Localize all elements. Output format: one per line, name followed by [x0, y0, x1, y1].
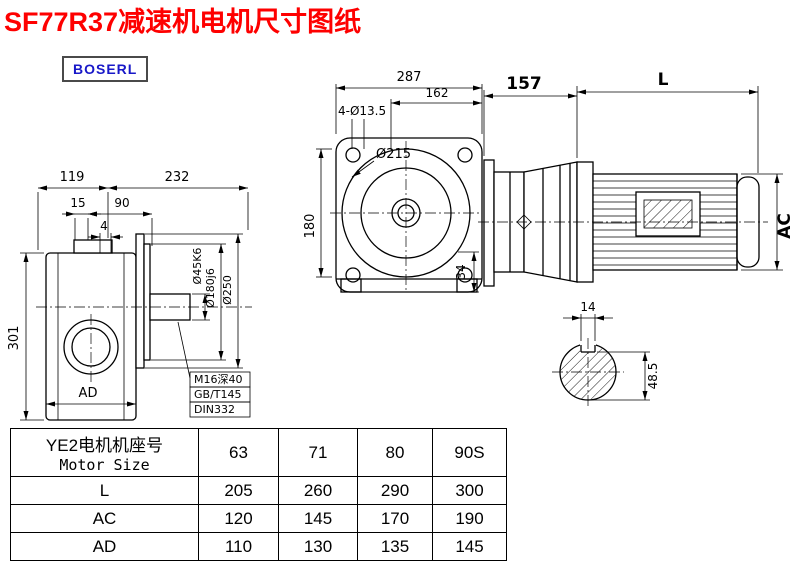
dim-15-label: 15 [70, 196, 85, 210]
input-flange [483, 159, 495, 287]
dim-front-width-label: 287 [397, 70, 422, 85]
table-row-AD: AD 110 130 135 145 [10, 532, 507, 561]
dim-spigot-dia-label: Ø180j6 [204, 268, 217, 308]
row-label: AD [10, 532, 199, 561]
dim-flange-dia-label: Ø215 [376, 147, 411, 162]
dim-foot-height-label: 34 [454, 264, 468, 279]
dim-119-label: 119 [60, 170, 85, 185]
dim-232-label: 232 [165, 170, 190, 185]
table-cell: 170 [357, 504, 433, 533]
motor-dimension-table: YE2电机机座号 Motor Size 63 71 80 90S L 205 2… [10, 428, 507, 561]
dim-motor-len-label: L [658, 70, 669, 90]
table-col-header: 90S [432, 428, 507, 477]
table-cell: 110 [198, 532, 279, 561]
oil-plug-icon [516, 214, 532, 230]
table-col-header: 80 [357, 428, 433, 477]
table-row-L: L 205 260 290 300 [10, 476, 507, 505]
table-cell: 290 [357, 476, 433, 505]
dim-flange-od-label: Ø250 [221, 275, 234, 305]
motor-assembly-view: 157 L AC [478, 70, 795, 287]
table-cell: 145 [432, 532, 507, 561]
boserl-logo: BOSERL [62, 56, 149, 82]
table-header-cn: YE2电机机座号 [45, 436, 164, 455]
dim-front-inner-width-label: 162 [426, 86, 449, 100]
shaft-key-section: 14 48.5 [552, 300, 660, 408]
dim-301-label: 301 [7, 326, 22, 351]
dim-front-height-label: 180 [303, 214, 318, 239]
dim-key-width-label: 14 [580, 300, 595, 314]
front-view: 287 162 4-Ø13.5 Ø215 180 34 [303, 70, 483, 293]
dim-motor-dia-label: AC [775, 213, 795, 239]
table-cell: 205 [198, 476, 279, 505]
dim-key-height-label: 48.5 [646, 363, 660, 390]
output-flange [135, 233, 145, 369]
row-label: AC [10, 504, 199, 533]
table-header-motor-size: YE2电机机座号 Motor Size [10, 428, 199, 477]
table-header-en: Motor Size [59, 456, 150, 474]
table-col-header: 71 [278, 428, 358, 477]
tap-note-1-label: M16深40 [194, 373, 243, 386]
row-label: L [10, 476, 199, 505]
table-header-row: YE2电机机座号 Motor Size 63 71 80 90S [10, 428, 507, 477]
table-row-AC: AC 120 145 170 190 [10, 504, 507, 533]
table-col-header: 63 [198, 428, 279, 477]
dim-shaft-dia-label: Ø45K6 [191, 248, 204, 285]
table-cell: 260 [278, 476, 358, 505]
tap-note-3-label: DIN332 [194, 403, 235, 416]
gearbox-side-view: 119 232 15 90 4 301 AD Ø45K [7, 170, 252, 421]
table-cell: 300 [432, 476, 507, 505]
gearbox-flange-face [335, 137, 483, 293]
dim-ad-label: AD [79, 386, 98, 401]
table-cell: 120 [198, 504, 279, 533]
table-cell: 135 [357, 532, 433, 561]
dim-4-label: 4 [100, 219, 108, 233]
tap-note-2-label: GB/T145 [194, 388, 242, 401]
table-cell: 145 [278, 504, 358, 533]
table-cell: 130 [278, 532, 358, 561]
page-title: SF77R37减速机电机尺寸图纸 [4, 7, 362, 37]
table-cell: 190 [432, 504, 507, 533]
dim-front-len-label: 157 [506, 74, 542, 94]
dim-bolt-holes-label: 4-Ø13.5 [338, 104, 386, 118]
dim-90-label: 90 [114, 196, 129, 210]
